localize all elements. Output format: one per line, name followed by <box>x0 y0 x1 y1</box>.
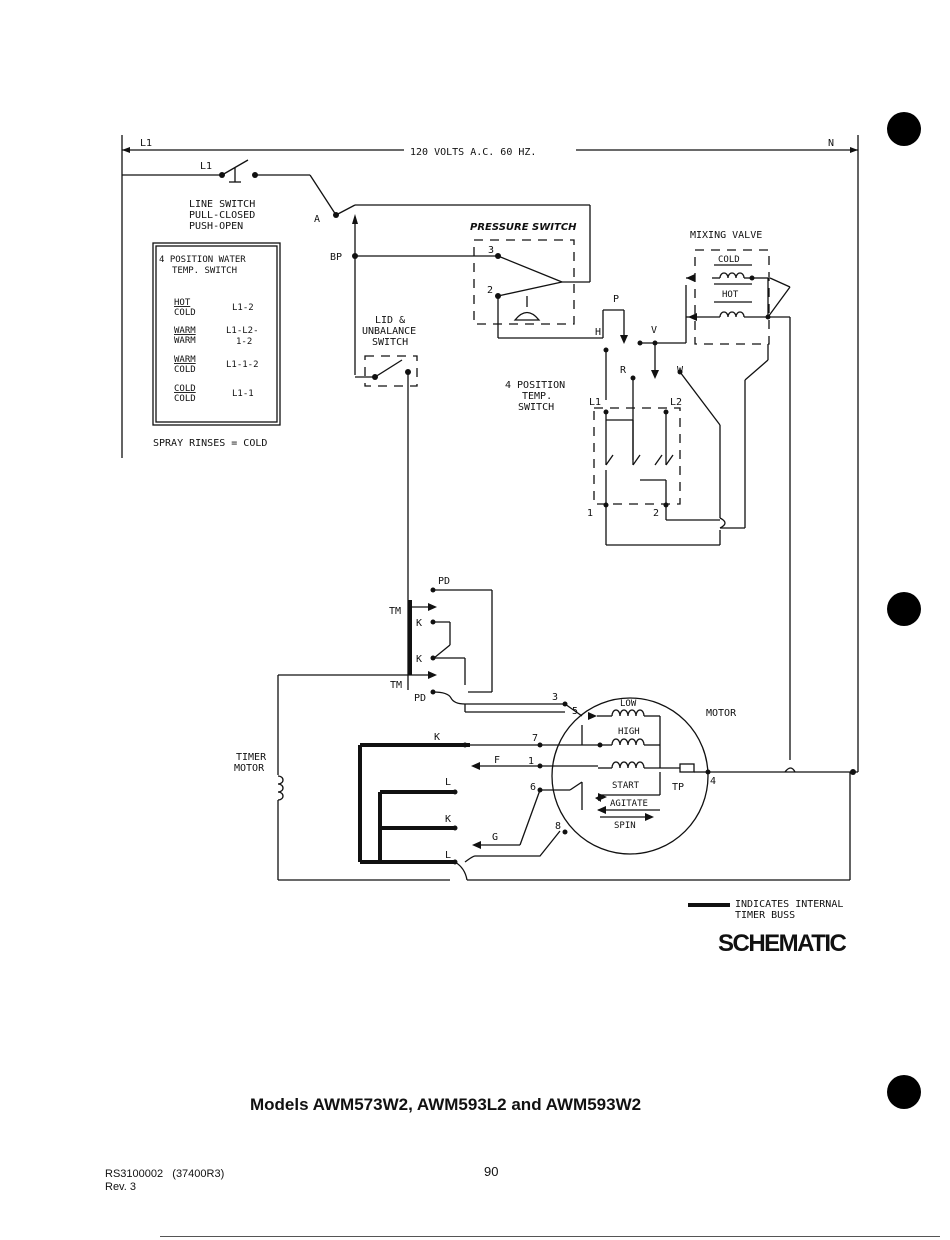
timer-motor-text-1: TIMER <box>236 752 267 763</box>
row3-rinse: COLD <box>174 365 196 375</box>
line-switch-terminal: L1 <box>200 161 212 172</box>
timer-term-tm-top: TM <box>389 606 401 617</box>
winding-low-label: LOW <box>620 699 637 709</box>
hot-solenoid-label: HOT <box>722 290 739 300</box>
motor-protector-label: TP <box>672 782 684 793</box>
neutral-label: N <box>828 138 834 149</box>
schematic-title: SCHEMATIC <box>718 930 847 957</box>
water-temp-table: 4 POSITION WATER TEMP. SWITCH HOT COLD L… <box>152 242 281 449</box>
motor-term-6: 6 <box>530 782 536 793</box>
voltage-label: 120 VOLTS A.C. 60 HZ. <box>410 147 536 158</box>
node-bp-label: BP <box>330 252 342 263</box>
cold-solenoid-label: COLD <box>718 255 740 265</box>
water-table-heading-1: 4 POSITION WATER <box>159 255 246 265</box>
row4-wash: COLD <box>174 384 196 394</box>
winding-high-label: HIGH <box>618 727 640 737</box>
terminal-h: H <box>595 327 601 338</box>
timer-term-l-1: L <box>445 777 451 788</box>
terminal-2: 2 <box>653 508 659 519</box>
terminal-l1: L1 <box>589 397 601 408</box>
timer-term-k-2: K <box>416 654 422 665</box>
line-switch: L1 LINE SWITCH PULL-CLOSED PUSH-OPEN A <box>122 159 591 283</box>
pressure-terminal-2: 2 <box>487 285 493 296</box>
row4-contacts: L1-1 <box>232 389 254 399</box>
terminal-v: V <box>651 325 657 336</box>
row1-rinse: COLD <box>174 308 196 318</box>
lid-switch-text-3: SWITCH <box>372 337 408 348</box>
timer-motor-text-2: MOTOR <box>234 763 265 774</box>
motor-label: MOTOR <box>706 708 737 719</box>
legend-text-1: INDICATES INTERNAL <box>735 899 843 910</box>
timer-term-f: F <box>494 755 500 766</box>
row1-wash: HOT <box>174 298 191 308</box>
motor-term-3: 3 <box>552 692 558 703</box>
lid-switch: LID & UNBALANCE SWITCH <box>352 214 418 580</box>
lid-switch-text-2: UNBALANCE <box>362 326 416 337</box>
line-switch-text-3: PUSH-OPEN <box>189 221 243 232</box>
row2-contacts-2: 1-2 <box>236 337 252 347</box>
motor-term-7: 7 <box>532 733 538 744</box>
timer-term-k-4: K <box>445 814 451 825</box>
row1-contacts: L1-2 <box>232 303 254 313</box>
legend-text-2: TIMER BUSS <box>735 910 795 921</box>
timer-term-k-3: K <box>434 732 440 743</box>
motor: MOTOR 3 5 LOW HIGH 7 1 TP START 6 <box>528 692 858 855</box>
timer-term-pd-top: PD <box>438 576 450 587</box>
pressure-terminal-3: 3 <box>488 245 494 256</box>
water-table-heading-2: TEMP. SWITCH <box>172 266 237 276</box>
timer-term-k-1: K <box>416 618 422 629</box>
mixing-valve-label: MIXING VALVE <box>690 230 762 241</box>
row3-contacts: L1-1-2 <box>226 360 259 370</box>
footer-document-info: RS3100002 (37400R3) Rev. 3 <box>105 1168 224 1194</box>
direction-agitate-label: AGITATE <box>610 799 648 809</box>
timer-term-pd-bottom: PD <box>414 693 426 704</box>
temp-switch-text-3: SWITCH <box>518 402 554 413</box>
line-switch-text-2: PULL-CLOSED <box>189 210 255 221</box>
supply-lines: L1 120 VOLTS A.C. 60 HZ. N <box>121 135 859 772</box>
motor-term-5: 5 <box>572 706 578 717</box>
spray-rinse-note: SPRAY RINSES = COLD <box>153 438 267 449</box>
motor-term-4: 4 <box>710 776 716 787</box>
row2-wash: WARM <box>174 326 196 336</box>
bottom-rule <box>160 1236 940 1237</box>
punch-hole-top <box>887 112 921 146</box>
terminal-1: 1 <box>587 508 593 519</box>
timer-term-g: G <box>492 832 498 843</box>
row3-wash: WARM <box>174 355 196 365</box>
node-a-label: A <box>314 214 320 225</box>
timer-term-l-2: L <box>445 850 451 861</box>
terminal-p: P <box>613 294 619 305</box>
temp-switch-text-2: TEMP. <box>522 391 552 402</box>
footer-doc-code: (37400R3) <box>172 1168 225 1180</box>
timer-buss-legend: INDICATES INTERNAL TIMER BUSS <box>688 899 843 921</box>
timer: PD TM K K TM PD TIMER MOTOR K F <box>234 576 851 881</box>
lid-switch-text-1: LID & <box>375 315 405 326</box>
row2-rinse: WARM <box>174 336 196 346</box>
winding-start-label: START <box>612 781 640 791</box>
mixing-valve: MIXING VALVE COLD HOT <box>686 230 791 760</box>
motor-term-1: 1 <box>528 756 534 767</box>
punch-hole-middle <box>887 592 921 626</box>
l1-supply-label: L1 <box>140 138 152 149</box>
pressure-switch-label: PRESSURE SWITCH <box>470 222 577 233</box>
pressure-switch: PRESSURE SWITCH 3 2 BP <box>330 222 604 339</box>
punch-hole-bottom <box>887 1075 921 1109</box>
temp-switch-text-1: 4 POSITION <box>505 380 565 391</box>
page-number: 90 <box>484 1164 499 1179</box>
line-switch-text-1: LINE SWITCH <box>189 199 255 210</box>
models-caption: Models AWM573W2, AWM593L2 and AWM593W2 <box>250 1095 642 1114</box>
row2-contacts-1: L1-L2- <box>226 326 259 336</box>
timer-term-tm-bottom: TM <box>390 680 402 691</box>
motor-term-8: 8 <box>555 821 561 832</box>
footer-revision: Rev. 3 <box>105 1181 136 1193</box>
row4-rinse: COLD <box>174 394 196 404</box>
temp-switch: 4 POSITION TEMP. SWITCH P H V R W L1 L2 … <box>505 277 769 546</box>
direction-spin-label: SPIN <box>614 821 636 831</box>
terminal-l2: L2 <box>670 397 682 408</box>
footer-doc-number: RS3100002 <box>105 1168 164 1180</box>
terminal-r: R <box>620 365 627 376</box>
